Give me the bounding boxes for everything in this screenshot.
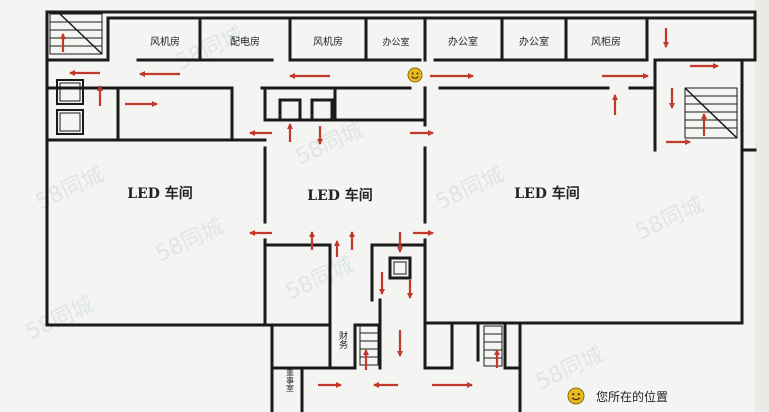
- room-office-2: 办公室: [448, 35, 478, 48]
- room-office-1: 办公室: [382, 36, 409, 48]
- smiley-icon: [407, 67, 423, 83]
- elevators: [56, 79, 407, 275]
- staircase-bottom-center: [359, 324, 379, 366]
- workshop-labels: LED 车间 LED 车间 LED 车间: [127, 185, 580, 204]
- room-finance: 财务: [337, 330, 348, 350]
- room-power-room: 配电房: [230, 35, 260, 48]
- workshop-center-label: LED 车间: [307, 187, 373, 204]
- staircase-right: [684, 87, 738, 139]
- elevator-shaft: [56, 79, 84, 105]
- room-office-3: 办公室: [519, 35, 549, 48]
- workshop-right-label: LED 车间: [514, 185, 580, 202]
- room-fan-room-2: 风机房: [313, 35, 343, 48]
- room-fan-cabinet: 风柜房: [591, 35, 621, 48]
- walls: [45, 10, 757, 412]
- staircase-top-left: [49, 13, 103, 55]
- room-fan-room-1: 风机房: [150, 35, 180, 48]
- legend-you-are-here-label: 您所在的位置: [596, 389, 668, 404]
- workshop-left-label: LED 车间: [127, 185, 193, 202]
- legend: 您所在的位置: [567, 387, 668, 405]
- legend-smiley-icon: [567, 387, 585, 405]
- evacuation-arrows: [60, 28, 719, 388]
- room-labels: 风机房 配电房 风机房 办公室 办公室 办公室 风柜房 财务 董事室: [150, 35, 621, 392]
- room-chairman: 董事室: [286, 367, 295, 392]
- elevator-shaft: [56, 109, 84, 135]
- stairs: [49, 13, 738, 367]
- staircase-bottom-right: [483, 325, 503, 367]
